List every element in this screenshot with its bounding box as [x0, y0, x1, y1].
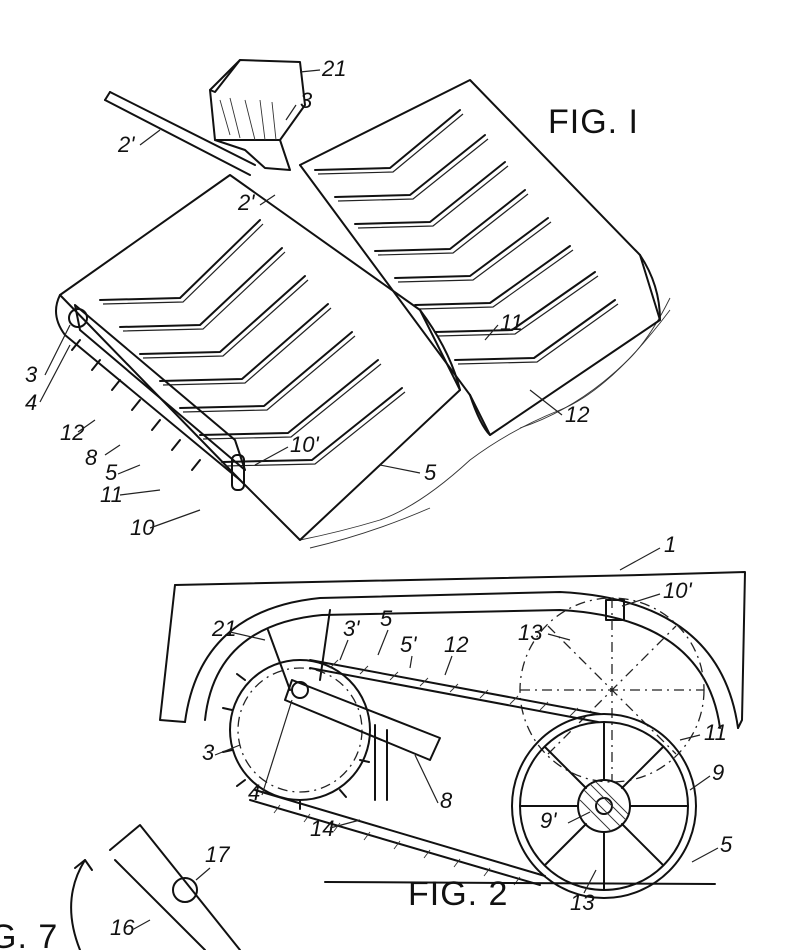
- ref-8: 8: [85, 445, 98, 470]
- fig2-reference-labels: 1 10' 21 3' 5 5' 12 13 3 4 8 14 11 9 9' …: [202, 532, 733, 915]
- fig1-right-track: [299, 79, 661, 436]
- ref-9: 9: [712, 760, 724, 785]
- ref-2-prime: 2': [117, 132, 135, 157]
- fig2-rear-wheel: [511, 713, 697, 899]
- ref-9-prime: 9': [540, 808, 557, 833]
- ref-5: 5: [105, 460, 118, 485]
- ref-11-f2: 11: [704, 720, 727, 745]
- ref-5-b: 5: [424, 460, 437, 485]
- fig1-reference-labels: 21 3 2' 2' 3 4 12 8 5 11 10 10' 5 11 12: [25, 56, 589, 540]
- fig2-frame-bar: [284, 679, 441, 761]
- ref-3-f2: 3: [202, 740, 215, 765]
- ref-17: 17: [205, 842, 230, 867]
- fig1-shaft: [104, 91, 256, 176]
- ref-14: 14: [310, 816, 334, 841]
- fig3-partial-label: G. 7: [0, 918, 58, 950]
- fig2-label: FIG. 2: [408, 875, 508, 913]
- fig2-body: [174, 571, 746, 729]
- ref-11-b: 11: [500, 310, 523, 335]
- fig2-track-belt: [249, 659, 601, 886]
- ref-13-b: 13: [570, 890, 595, 915]
- ref-5-prime: 5': [400, 632, 417, 657]
- ref-11: 11: [100, 482, 123, 507]
- ref-12-b: 12: [565, 402, 589, 427]
- ref-12-f2: 12: [444, 632, 468, 657]
- fig2-ground-line: [324, 881, 716, 885]
- ref-12: 12: [60, 420, 84, 445]
- ref-3-prime: 3': [343, 616, 360, 641]
- ref-13: 13: [518, 620, 543, 645]
- ref-4: 4: [25, 390, 37, 415]
- ref-21: 21: [321, 56, 346, 81]
- ref-5-f2: 5: [380, 606, 393, 631]
- ref-4-f2: 4: [248, 780, 260, 805]
- ref-16: 16: [110, 915, 135, 940]
- fig1-left-track: [55, 174, 461, 541]
- ref-3: 3: [300, 88, 313, 113]
- fig2-drawing: 1 10' 21 3' 5 5' 12 13 3 4 8 14 11 9 9' …: [159, 532, 746, 915]
- fig2-front-sprocket: [222, 659, 371, 810]
- fig1-drawing: 21 3 2' 2' 3 4 12 8 5 11 10 10' 5 11 12 …: [25, 56, 671, 549]
- ref-10-prime: 10': [290, 432, 319, 457]
- ref-5-f2-b: 5: [720, 832, 733, 857]
- ref-1: 1: [664, 532, 676, 557]
- ref-2-prime-b: 2': [237, 190, 255, 215]
- ref-21-f2: 21: [211, 616, 236, 641]
- ref-8-f2: 8: [440, 788, 453, 813]
- fig1-hopper: [209, 59, 306, 171]
- ref-10-prime-f2: 10': [663, 578, 692, 603]
- fig3-partial-drawing: 17 16 G. 7: [0, 824, 241, 950]
- ref-3-b: 3: [25, 362, 38, 387]
- fig1-label: FIG. I: [548, 103, 639, 141]
